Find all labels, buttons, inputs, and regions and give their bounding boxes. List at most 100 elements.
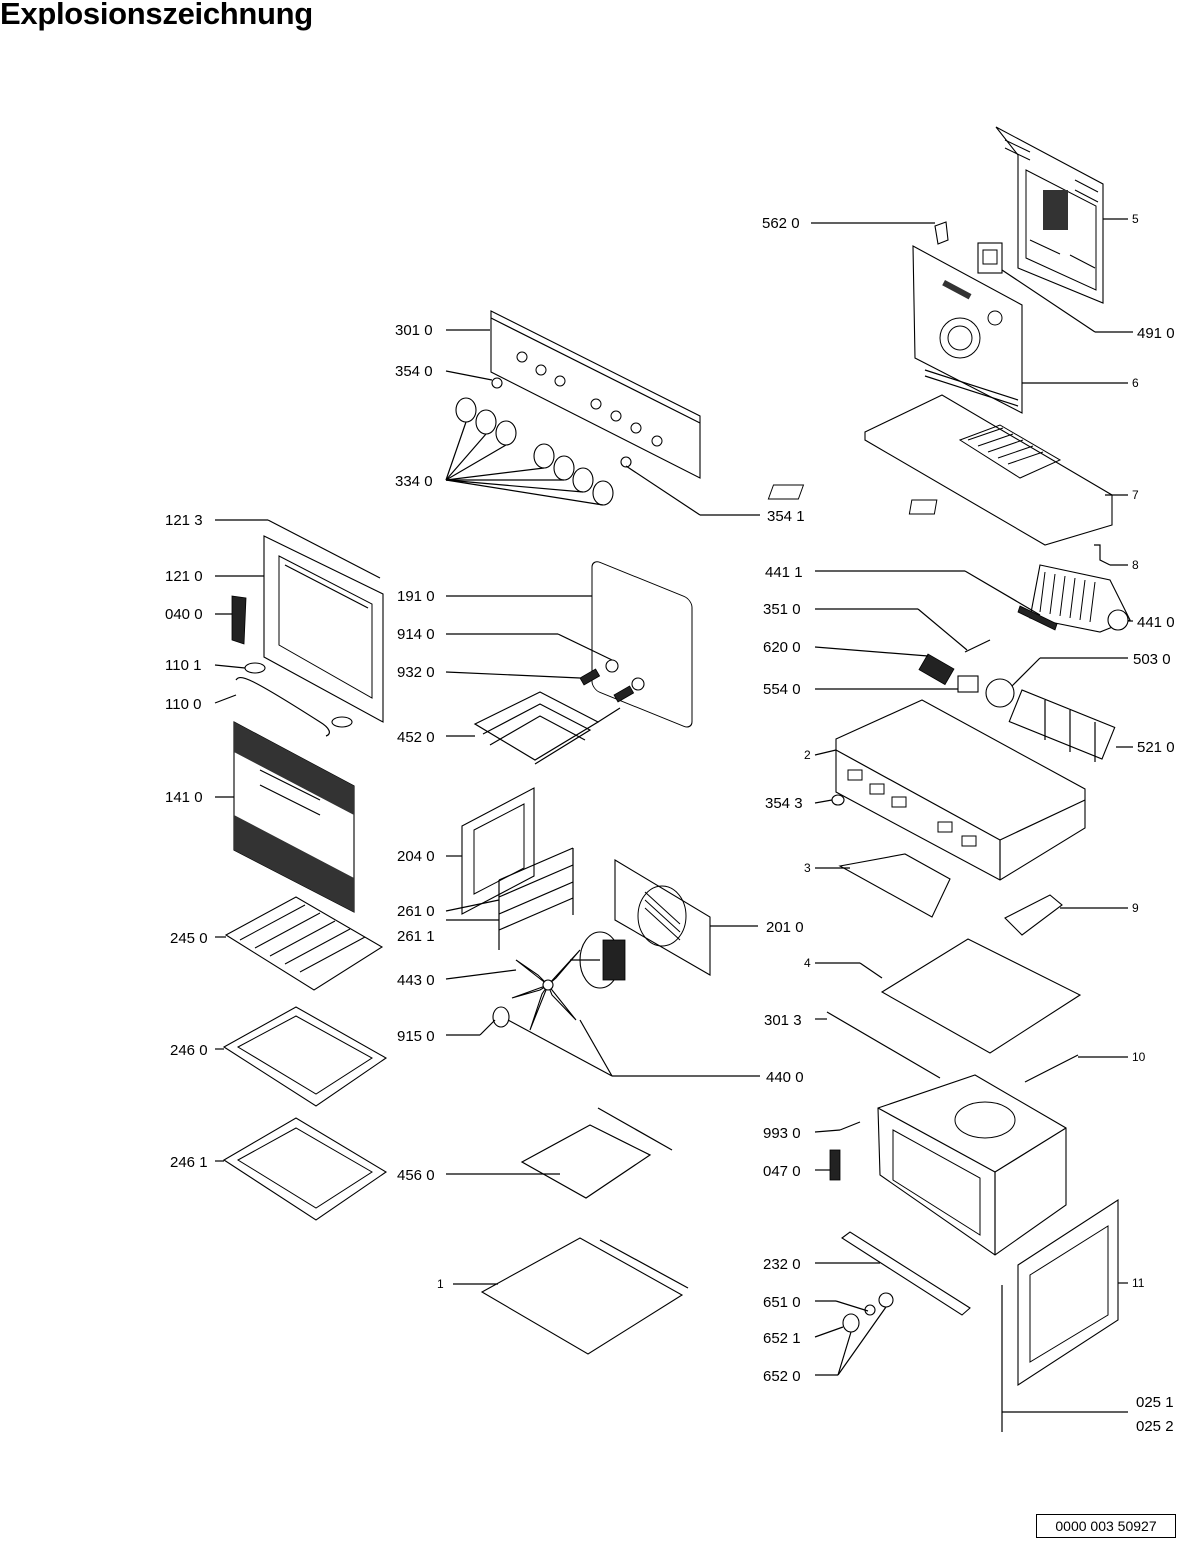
label-232-0: 232 0 — [763, 1256, 801, 1273]
rack-frame — [461, 787, 535, 915]
plate-4 — [880, 938, 1082, 1054]
label-932-0: 932 0 — [397, 664, 435, 681]
fan-motor — [570, 931, 626, 989]
bracket-3 — [838, 853, 951, 918]
label-914-0: 914 0 — [397, 626, 435, 643]
label-246-1: 246 1 — [170, 1154, 208, 1171]
hook-8 — [1094, 544, 1111, 566]
indicator-3543 — [831, 794, 845, 806]
label-4: 4 — [804, 956, 811, 970]
fan-blade — [511, 949, 581, 1031]
part-labels: 5 562 0 491 0 6 301 0 354 0 334 0 7 354 … — [165, 212, 1175, 1435]
control-knobs — [455, 397, 614, 506]
label-025-2: 025 2 — [1136, 1418, 1174, 1435]
switch-block-5210 — [1008, 689, 1116, 762]
nut-915 — [492, 1006, 510, 1028]
page-title: Explosionszeichnung — [0, 0, 313, 31]
label-503-0: 503 0 — [1133, 651, 1171, 668]
label-440-0: 440 0 — [766, 1069, 804, 1086]
rail-2320 — [841, 1231, 971, 1316]
label-191-0: 191 0 — [397, 588, 435, 605]
document-number: 0000 003 50927 — [1036, 1514, 1176, 1538]
label-11: 11 — [1132, 1276, 1145, 1290]
label-110-0: 110 0 — [165, 696, 201, 713]
wire-shelf — [224, 896, 384, 991]
label-110-1: 110 1 — [165, 657, 201, 674]
label-201-0: 201 0 — [766, 919, 804, 936]
label-9: 9 — [1132, 901, 1139, 915]
label-3: 3 — [804, 861, 811, 875]
label-121-3: 121 3 — [165, 512, 203, 529]
label-651-0: 651 0 — [763, 1294, 801, 1311]
top-cover — [767, 394, 1113, 546]
baking-tray — [222, 1006, 388, 1107]
label-441-1: 441 1 — [765, 564, 803, 581]
label-121-0: 121 0 — [165, 568, 203, 585]
door-frame — [263, 535, 384, 723]
control-housing — [835, 699, 1086, 881]
label-261-1: 261 1 — [397, 928, 435, 945]
side-rails — [498, 847, 574, 950]
label-443-0: 443 0 — [397, 972, 435, 989]
control-panel — [490, 310, 701, 479]
label-301-3: 301 3 — [764, 1012, 802, 1029]
label-141-0: 141 0 — [165, 789, 203, 806]
deep-tray — [222, 1117, 388, 1221]
leader-lines — [214, 218, 1133, 1413]
indicator-3540 — [491, 377, 503, 389]
label-246-0: 246 0 — [170, 1042, 208, 1059]
label-993-0: 993 0 — [763, 1125, 801, 1142]
label-652-1: 652 1 — [763, 1330, 801, 1347]
label-8: 8 — [1132, 558, 1139, 572]
label-334-0: 334 0 — [395, 473, 433, 490]
strip-3013 — [826, 1011, 941, 1079]
strip-4411 — [1017, 605, 1058, 631]
label-441-0: 441 0 — [1137, 614, 1175, 631]
fan-cover — [614, 859, 711, 976]
strip-10 — [1024, 1054, 1079, 1083]
label-354-1: 354 1 — [767, 508, 805, 525]
indicator-3541 — [620, 456, 632, 468]
bottom-cover — [480, 1237, 689, 1355]
oven-cavity — [877, 1074, 1067, 1256]
bottom-element — [520, 1107, 673, 1199]
label-5: 5 — [1132, 212, 1139, 226]
label-245-0: 245 0 — [170, 930, 208, 947]
label-620-0: 620 0 — [763, 639, 801, 656]
cooling-fan — [1029, 564, 1131, 633]
clip-562 — [934, 221, 949, 245]
label-10: 10 — [1132, 1050, 1146, 1064]
label-562-0: 562 0 — [762, 215, 800, 232]
label-040-0: 040 0 — [165, 606, 203, 623]
side-panel — [1017, 1198, 1119, 1387]
lamp-holder — [605, 659, 619, 673]
label-652-0: 652 0 — [763, 1368, 801, 1385]
label-521-0: 521 0 — [1137, 739, 1175, 756]
label-204-0: 204 0 — [397, 848, 435, 865]
timer-5030 — [985, 678, 1015, 708]
label-6: 6 — [1132, 376, 1139, 390]
label-7: 7 — [1132, 488, 1139, 502]
label-301-0: 301 0 — [395, 322, 433, 339]
label-456-0: 456 0 — [397, 1167, 435, 1184]
door-strip — [267, 519, 381, 579]
spring-932 — [579, 668, 601, 686]
label-047-0: 047 0 — [763, 1163, 801, 1180]
label-491-0: 491 0 — [1137, 325, 1175, 342]
label-351-0: 351 0 — [763, 601, 801, 618]
hinge-0400 — [231, 595, 247, 645]
bracket-491 — [977, 242, 1003, 274]
thermostat-5540 — [957, 675, 979, 693]
terminal-block — [918, 653, 955, 686]
label-452-0: 452 0 — [397, 729, 435, 746]
label-1: 1 — [437, 1277, 444, 1291]
door-handle — [235, 677, 330, 737]
door-glass — [233, 721, 355, 913]
rear-panel — [995, 126, 1104, 304]
back-wall — [912, 245, 1023, 414]
bracket-9 — [1004, 894, 1063, 936]
label-554-0: 554 0 — [763, 681, 801, 698]
label-354-3: 354 3 — [765, 795, 803, 812]
sensor-3510 — [964, 639, 991, 653]
